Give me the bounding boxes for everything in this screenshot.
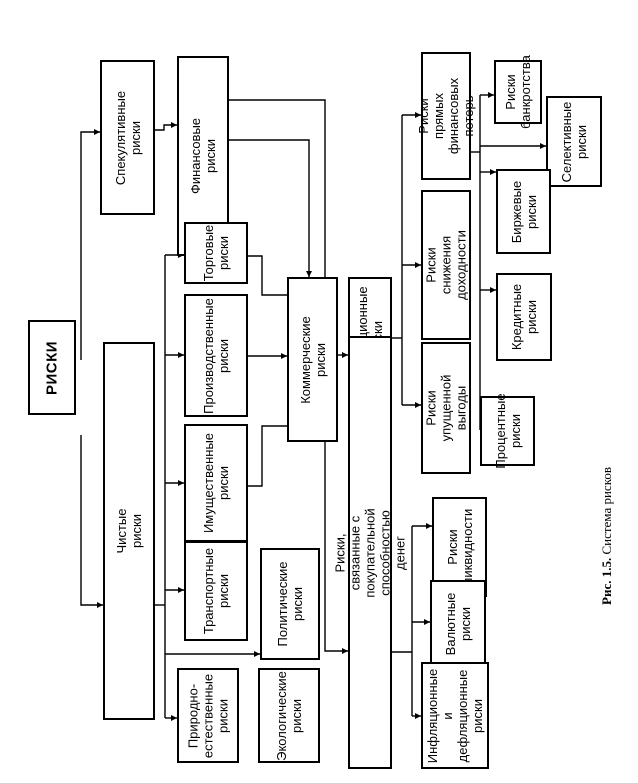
arrowhead — [171, 715, 177, 721]
arrowhead — [97, 602, 103, 608]
node-label: Экологические риски — [274, 670, 304, 761]
arrowhead — [254, 651, 260, 657]
connector-line — [248, 425, 287, 487]
node-label: Имущественные риски — [201, 432, 231, 534]
arrowhead — [342, 648, 348, 654]
figure-number: Рис. 1.5. — [599, 557, 614, 605]
node-label: Риски упущенной выгоды — [423, 374, 469, 442]
arrowhead — [178, 587, 184, 593]
arrowhead — [540, 143, 546, 149]
node-interest: Процентные риски — [480, 393, 535, 469]
arrowhead — [171, 122, 177, 128]
arrowhead — [424, 619, 430, 625]
node-inflation: Инфляционные и дефляционные риски — [421, 662, 489, 769]
arrowhead — [490, 169, 496, 175]
node-polit: Политические риски — [260, 548, 320, 660]
arrowhead — [488, 92, 494, 98]
arrowhead — [342, 352, 348, 358]
node-comm: Коммерческие риски — [287, 277, 338, 442]
node-label: Природно- естественные риски — [185, 673, 231, 758]
node-select: Селективные риски — [546, 96, 602, 187]
node-label: Риски, связанные с покупательной способн… — [332, 507, 408, 598]
connector-line — [80, 435, 103, 606]
node-label: Валютные риски — [443, 592, 473, 655]
arrowhead — [306, 271, 312, 277]
node-natural: Природно- естественные риски — [177, 668, 239, 763]
arrowhead — [281, 353, 287, 359]
node-label: Инфляционные и дефляционные риски — [425, 668, 485, 763]
figure-caption: Рис. 1.5. Система рисков — [599, 467, 615, 605]
node-purch: Риски, связанные с покупательной способн… — [333, 336, 408, 769]
arrowhead — [415, 262, 421, 268]
node-label: Риски ликвидности — [444, 508, 475, 586]
node-label: Селективные риски — [559, 101, 589, 182]
connector-line — [155, 124, 177, 131]
node-label: РИСКИ — [43, 340, 61, 395]
node-label: Процентные риски — [492, 393, 523, 469]
arrowhead — [415, 402, 421, 408]
arrowhead — [94, 129, 100, 135]
node-yield: Риски снижения доходности — [421, 190, 471, 340]
node-pure: Чистые риски — [103, 342, 155, 720]
connector-line — [248, 255, 287, 296]
node-direct: Риски прямых финансовых потерь — [416, 52, 476, 180]
node-currency: Валютные риски — [430, 580, 486, 667]
connector-line — [229, 139, 310, 277]
node-eco: Экологические риски — [258, 668, 320, 763]
arrowhead — [426, 523, 432, 529]
node-credit: Кредитные риски — [496, 273, 552, 361]
arrowhead — [415, 112, 421, 118]
node-lostprofit: Риски упущенной выгоды — [421, 342, 471, 474]
node-label: Риски снижения доходности — [423, 230, 469, 300]
arrowhead — [178, 352, 184, 358]
node-exch: Биржевые риски — [496, 169, 551, 254]
arrowhead — [415, 713, 421, 719]
node-prod: Производственные риски — [184, 294, 248, 417]
node-label: Коммерческие риски — [297, 315, 328, 404]
node-label: Транспортные риски — [201, 547, 231, 635]
node-root: РИСКИ — [28, 320, 76, 415]
node-trade: Торговые риски — [184, 222, 248, 284]
node-label: Политические риски — [275, 561, 305, 647]
connector-line — [80, 131, 100, 360]
node-label: Биржевые риски — [508, 180, 539, 243]
node-spec: Спекулятивные риски — [100, 60, 155, 215]
node-prop: Имущественные риски — [184, 424, 248, 542]
node-label: Торговые риски — [201, 224, 231, 282]
arrowhead — [178, 480, 184, 486]
node-label: Кредитные риски — [509, 283, 539, 351]
node-trans: Транспортные риски — [184, 541, 248, 641]
node-label: Спекулятивные риски — [112, 90, 143, 185]
arrowhead — [490, 287, 496, 293]
node-label: Риски прямых финансовых потерь — [416, 77, 476, 155]
figure-title: Система рисков — [599, 467, 614, 558]
node-label: Производственные риски — [201, 297, 231, 414]
node-label: Риски банкротства — [503, 55, 533, 129]
node-label: Финансовые риски — [188, 117, 218, 195]
node-label: Чистые риски — [114, 508, 144, 554]
node-bankrupt: Риски банкротства — [494, 55, 542, 129]
